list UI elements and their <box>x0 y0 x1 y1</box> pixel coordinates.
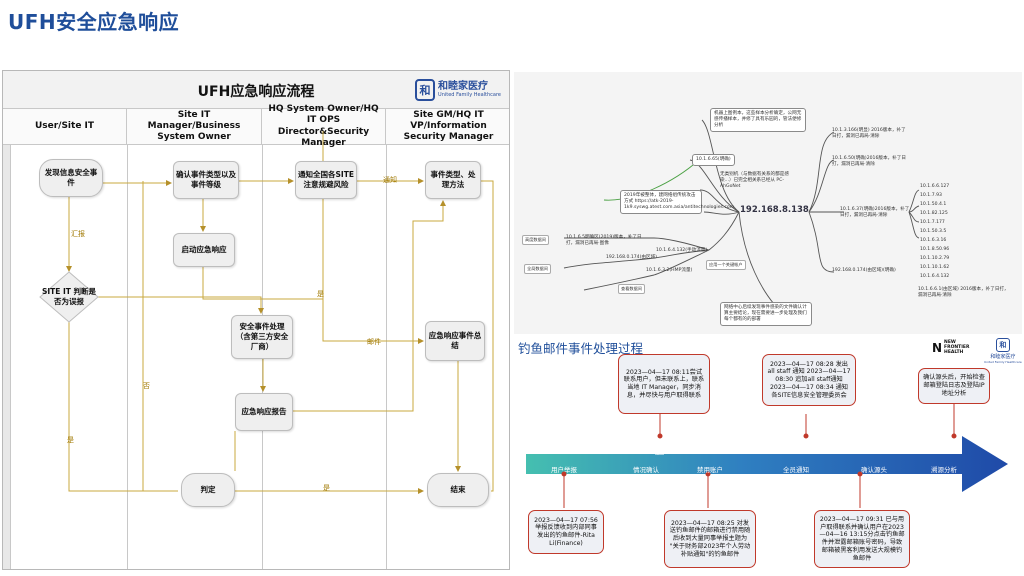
mind-ip: 10.1.6.4.132 <box>920 274 950 279</box>
disable-account-icon <box>703 440 719 454</box>
flow-connectors <box>66 131 494 494</box>
node-notify: 通知全国各SITE注意规避风险 <box>295 161 357 199</box>
mindmap-panel: 机器上图例本，这些样本分析确定，公网无感传播样本，并修了具有乐园的，管法便修分析… <box>514 72 1022 334</box>
timeline-arrow <box>526 402 1008 508</box>
mind-ip: 10.1.8.50.96 <box>920 247 950 252</box>
mind-bottom-note: 网络中心后续发现事件感染的文件确认计算主要结论，现在需要进一步处理及我们每个都有… <box>720 302 812 326</box>
mind-group-node: 高度数据间 <box>522 235 549 245</box>
mind-link-label: 10.1.6.4.132(手动流量) <box>656 248 708 253</box>
mind-ip: 10.1.7.177 <box>920 220 945 225</box>
nfh-logo-text: HEALTH <box>944 350 964 356</box>
mindmap-branches <box>563 119 920 305</box>
step-label: 用户举报 <box>551 466 577 474</box>
edge-label-no: 否 <box>143 382 150 390</box>
mind-link-label: 192.168.0.174(由区域) <box>606 255 657 260</box>
step-label: 情况确认 <box>633 466 659 474</box>
mind-ip: 10.1.10.1.62 <box>920 265 950 270</box>
mind-ip: 10.1.82.125 <box>920 211 948 216</box>
step-label: 禁用账户 <box>697 466 723 474</box>
edge-label-email: 邮件 <box>367 338 381 346</box>
node-discover: 发现信息安全事件 <box>39 159 103 197</box>
mind-group-node: 查看数据间 <box>618 284 645 294</box>
step-label: 确认源头 <box>861 466 887 474</box>
ufh-logo-cn: 和睦家医疗 <box>990 354 1016 360</box>
mind-top-note: 机器上图例本，这些样本分析确定，公网无感传播样本，并修了具有乐园的，管法便修分析 <box>710 108 806 132</box>
mind-branch-label: 应用一个关键帐户 <box>706 260 746 270</box>
mail-report-icon <box>560 445 572 454</box>
nfh-logo: N NEW FRONTIER HEALTH <box>932 340 969 356</box>
step-label: 溯源分析 <box>931 466 957 474</box>
nfh-logo-icon: N <box>932 340 943 355</box>
lane-strip <box>3 145 11 569</box>
node-report: 应急响应报告 <box>235 393 293 431</box>
ufh-logo-small: 和 和睦家医疗 United Family Healthcare <box>984 338 1022 364</box>
decision-diamond <box>39 271 99 323</box>
lane-divider <box>386 145 387 569</box>
mind-ip: 10.1.6.3.16 <box>920 238 947 243</box>
mind-center-ip: 192.168.8.138 <box>740 205 809 215</box>
node-start: 启动应急响应 <box>173 233 235 267</box>
mind-right-node: 10.1.6.50(明确)2016版本，补了日打，漏洞已再局·清除 <box>832 156 906 167</box>
edge-label-notify: 通知 <box>383 176 397 184</box>
node-decide: SITE IT 判断是否为误报 <box>39 271 99 323</box>
timeline-panel: 钓鱼邮件事件处理过程 N NEW FRONTIER HEALTH 和 和睦家医疗… <box>514 336 1022 570</box>
mind-right-node: 10.1.3.166(明显) 2016版本，补了日打，漏洞已再局·清除 <box>832 128 906 139</box>
nfh-logo-text: NEW <box>944 340 956 345</box>
home-icon <box>865 440 881 454</box>
ufh-logo-icon: 和 <box>415 79 436 101</box>
timeline-note-notify: 2023—04—17 08:28 发出all staff 通知 2023—04—… <box>762 354 856 406</box>
mind-left-node: 无类别机（与数据有关系的都是感染...）已完全相关系已经从 PC-AhGoNet <box>720 172 789 189</box>
flowchart-title: UFH应急响应流程 <box>197 84 315 100</box>
node-end: 结束 <box>427 473 489 507</box>
node-judge: 判定 <box>181 473 235 507</box>
page-title: UFH安全应急响应 <box>8 10 180 34</box>
mind-ip: 10.1.50.3.5 <box>920 229 947 234</box>
lane-header-site-it: Site IT Manager/Business System Owner <box>127 109 262 145</box>
edge-label-yes: 是 <box>317 290 324 298</box>
mind-right-node: 192.168.0.174(由区域)(明确) <box>832 268 896 273</box>
nfh-logo-text: FRONTIER <box>944 345 970 351</box>
mind-link-label: 10.1.6.3.2(HMP流量) <box>646 268 693 273</box>
ufh-logo-cn: 和睦家医疗 <box>438 81 489 92</box>
mind-ip: 10.1.50.4.1 <box>920 202 947 207</box>
ufh-logo-icon: 和 <box>995 338 1010 352</box>
mind-group-node: 全局数据间 <box>524 264 551 274</box>
flowchart-header: UFH应急响应流程 和 和睦家医疗 United Family Healthca… <box>3 71 509 109</box>
lane-header-user: User/Site IT <box>3 109 127 145</box>
mind-ip: 10.1.7.93 <box>920 193 942 198</box>
confirm-pen-icon <box>655 442 667 455</box>
ufh-logo-en: United Family Healthcare <box>984 360 1022 364</box>
timeline-title: 钓鱼邮件事件处理过程 <box>518 341 644 356</box>
ufh-logo: 和 和睦家医疗 United Family Healthcare <box>415 77 501 103</box>
ufh-logo-en: United Family Healthcare <box>438 92 501 98</box>
monitor-icon <box>791 440 807 453</box>
timeline-note-source: 2023—04—17 09:31 已与用户取得联系并确认用户在2023—04—1… <box>814 510 910 568</box>
edge-label-yes: 是 <box>323 484 330 492</box>
step-label: 全员通知 <box>783 466 809 474</box>
edge-label-yes: 是 <box>67 436 74 444</box>
edge-label-report: 汇报 <box>71 230 85 238</box>
lane-header-gm: Site GM/HQ IT VP/Information Security Ma… <box>386 109 509 145</box>
mind-link-label: 10.1.6.5明确区(2019)版本，补了日打，漏洞已再局·图像 <box>566 235 642 246</box>
mind-ip: 10.1.10.2.79 <box>920 256 950 261</box>
mind-left-node: 2019年被整体，建网络组传统攻击方式 https://atk-2019-1k9… <box>620 190 734 214</box>
mind-right-node: 10.1.6.6.1(由区域) 2016版本，补了日打，漏洞已再局·清除 <box>918 287 1009 298</box>
timeline-note-report: 2023—04—17 07:56 举报反馈收到内部同事发出的钓鱼邮件-Rita … <box>528 510 604 554</box>
flowchart-panel: UFH应急响应流程 和 和睦家医疗 United Family Healthca… <box>2 70 510 570</box>
node-type-handle: 事件类型、处理方法 <box>425 161 481 199</box>
decide-label: SITE IT 判断是否为误报 <box>41 287 97 306</box>
node-classify: 确认事件类型以及事件等级 <box>173 161 239 199</box>
timeline-note-disable: 2023—04—17 08:25 对发送钓鱼邮件的邮箱进行禁用随后收到大量同事举… <box>664 510 756 568</box>
mind-ip: 10.1.6.6.127 <box>920 184 950 189</box>
node-handle: 安全事件处理（含第三方安全厂商） <box>231 315 293 359</box>
lane-divider <box>127 145 128 569</box>
mind-left-node: 10.1.6.65(明确) <box>692 154 735 166</box>
mind-right-node: 10.1.6.37(明确)2016版本，补了日打，漏洞已再局·清除 <box>840 207 910 218</box>
timeline-note-trace: 确认源头后，开始检查邮箱登陆日志及登陆IP地址分析 <box>918 368 990 404</box>
node-summary: 应急响应事件总结 <box>425 321 485 361</box>
timeline-note-confirm: 2023—04—17 08:11尝试联系用户，但未联系上，联系当地 IT Man… <box>618 354 710 414</box>
